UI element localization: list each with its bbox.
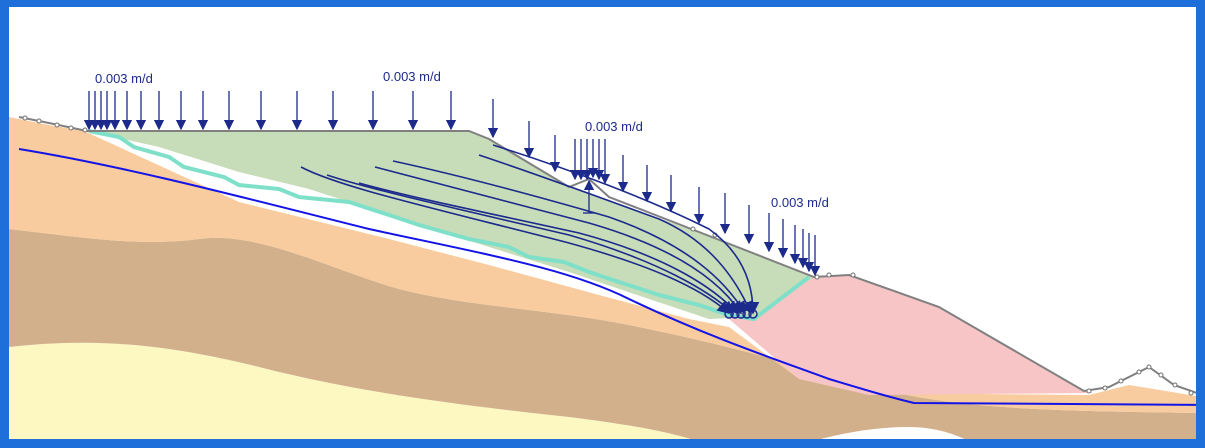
drain-layer [88,129,811,322]
flux-arrows-slope [487,99,821,277]
drain-outlet-icon [724,309,758,319]
flow-paths [300,144,760,315]
flux-label-left: 0.003 m/d [95,71,153,86]
flow-path-icon [392,160,746,315]
flux-label-slope-lower: 0.003 m/d [771,195,829,210]
soil-layer-middle [9,229,1196,439]
flux-arrows-top [83,91,457,131]
node-marker-icon [22,115,1194,396]
flow-path-icon [326,174,735,315]
waste-fill [87,131,814,319]
soil-layer-lower [9,342,691,439]
flow-path-icon [374,166,742,315]
flow-path-icon [300,166,731,315]
seepage-cross-section: 0.003 m/d 0.003 m/d 0.003 m/d 0.003 m/d [9,69,1196,439]
flow-path-icon [358,182,739,315]
phreatic-line [18,148,1196,406]
dam-embankment [729,275,1094,395]
flux-label-top: 0.003 m/d [383,69,441,84]
flux-label-slope-upper: 0.003 m/d [585,119,643,134]
flow-path-icon [492,144,760,315]
flow-path-icon [478,154,753,315]
